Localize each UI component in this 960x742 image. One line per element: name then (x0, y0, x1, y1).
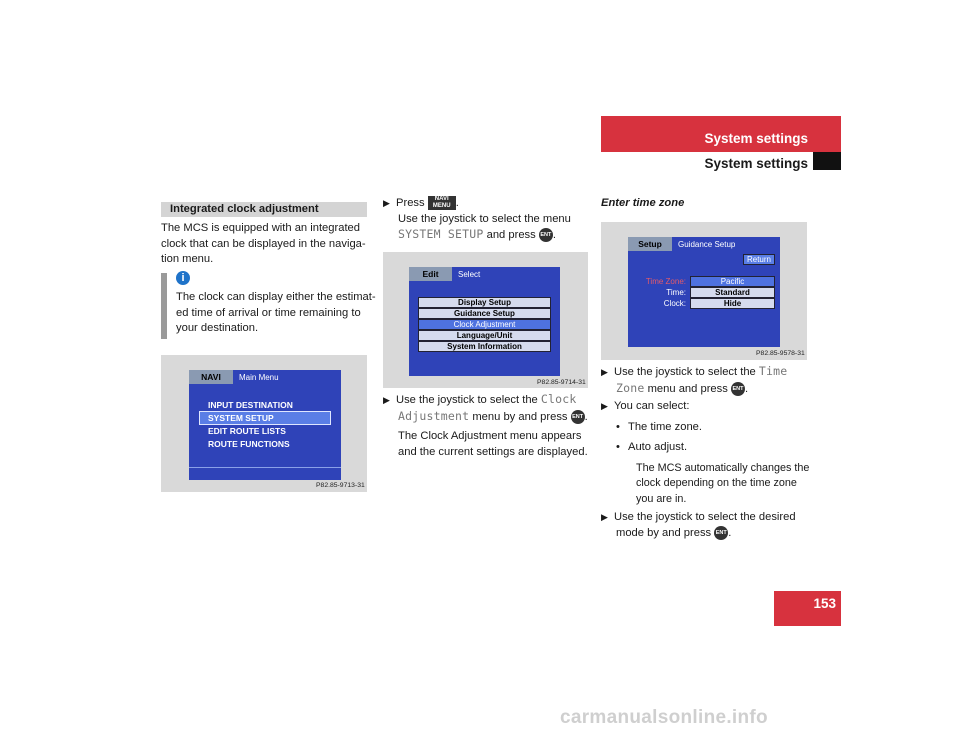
return-button: Return (743, 254, 775, 265)
clock-label: Clock: (663, 299, 686, 308)
step-select-time-zone: ▶Use the joystick to select the Time Zon… (601, 364, 788, 396)
nav-screen: NAVI Main Menu INPUT DESTINATION SYSTEM … (189, 370, 341, 480)
menu-option: System Information (418, 341, 551, 352)
menu-item-selected: SYSTEM SETUP (208, 413, 274, 423)
screen-title: Guidance Setup (678, 240, 736, 249)
page-number: 153 (813, 596, 836, 611)
guidance-setup-screenshot: Setup Guidance Setup Return Time Zone: T… (601, 222, 807, 360)
screen-title: Select (458, 270, 481, 279)
menu-highlight (199, 411, 331, 425)
image-code: P82.85-9714-31 (537, 379, 586, 386)
heading-enter-time-zone: Enter time zone (601, 197, 685, 209)
time-zone-value: Pacific (690, 276, 775, 287)
header-marker (813, 152, 841, 170)
time-value: Standard (690, 287, 775, 298)
setup-screen: Setup Guidance Setup Return Time Zone: T… (628, 237, 780, 347)
tab-edit: Edit (409, 267, 452, 281)
arrow-icon: ▶ (601, 367, 608, 377)
watermark: carmanualsonline.info (560, 707, 768, 728)
step-select-mode: ▶Use the joystick to select the desired … (601, 511, 796, 540)
arrow-icon: ▶ (601, 512, 608, 522)
select-menu-screenshot: Edit Select Display Setup Guidance Setup… (383, 252, 588, 388)
step-you-can-select: ▶You can select: •The time zone. •Auto a… (601, 400, 810, 505)
menu-item: EDIT ROUTE LISTS (208, 426, 286, 436)
image-code: P82.85-9713-31 (316, 482, 365, 489)
ent-button-icon: ENT (730, 381, 745, 396)
main-menu-screenshot: NAVI Main Menu INPUT DESTINATION SYSTEM … (161, 355, 367, 492)
menu-option-selected: Clock Adjustment (418, 319, 551, 330)
step-select-clock: ▶Use the joystick to select the Clock Ad… (383, 392, 588, 458)
header-subtitle: System settings (704, 156, 808, 171)
edit-screen: Edit Select Display Setup Guidance Setup… (409, 267, 560, 376)
info-bar (161, 273, 167, 339)
menu-option: Guidance Setup (418, 308, 551, 319)
ent-button-icon: ENT (538, 228, 553, 243)
info-text: The clock can display either the estimat… (176, 291, 376, 334)
header-title: System settings (704, 131, 808, 146)
bullet-icon: • (616, 441, 620, 453)
bullet-icon: • (616, 420, 620, 433)
screen-title: Main Menu (239, 373, 279, 382)
header-bar (601, 116, 841, 152)
image-code: P82.85-9578-31 (756, 350, 805, 357)
menu-option: Display Setup (418, 297, 551, 308)
arrow-icon: ▶ (383, 395, 390, 405)
menu-item: ROUTE FUNCTIONS (208, 439, 290, 449)
time-label: Time: (666, 288, 686, 297)
ent-button-icon: ENT (570, 409, 585, 424)
clock-value: Hide (690, 298, 775, 309)
arrow-icon: ▶ (383, 198, 390, 208)
menu-option: Language/Unit (418, 330, 551, 341)
time-zone-label: Time Zone: (645, 277, 686, 286)
ent-button-icon: ENT (714, 525, 729, 540)
arrow-icon: ▶ (601, 401, 608, 411)
tab-navi: NAVI (189, 370, 233, 384)
intro-text: The MCS is equipped with an integrated c… (161, 222, 366, 265)
tab-setup: Setup (628, 237, 672, 251)
section-heading: Integrated clock adjustment (161, 202, 367, 217)
info-icon: i (176, 271, 190, 285)
menu-item: INPUT DESTINATION (208, 400, 293, 410)
page-number-box (774, 591, 841, 626)
divider (189, 467, 341, 468)
